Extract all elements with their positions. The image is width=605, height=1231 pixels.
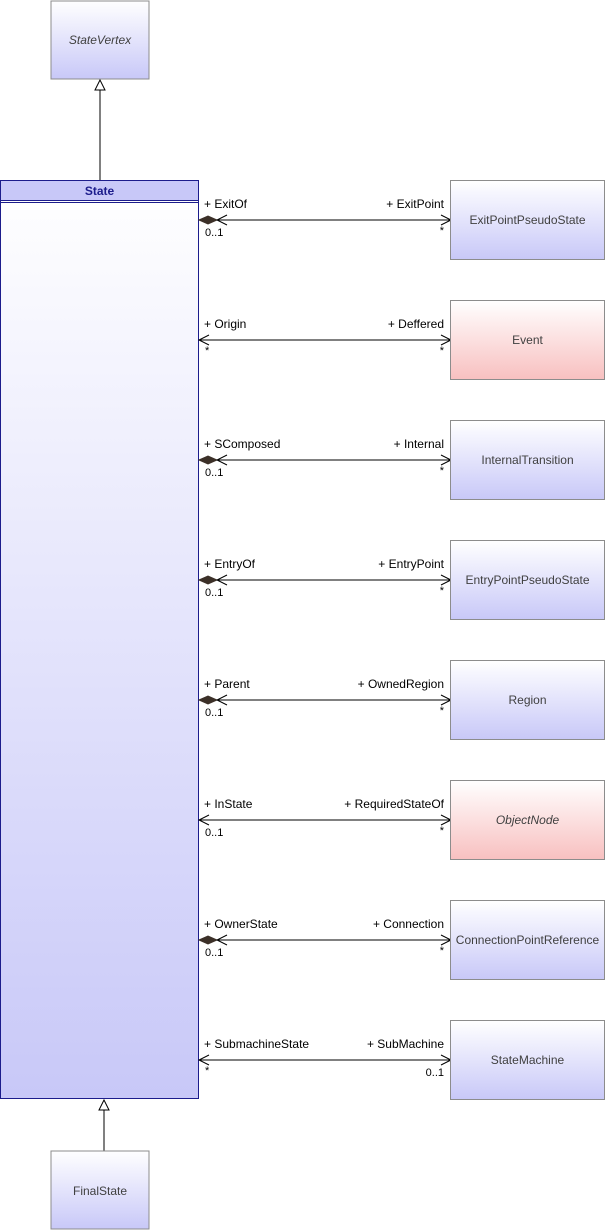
class-state-header — [0, 180, 199, 201]
class-final-state[interactable]: FinalState — [50, 1150, 150, 1230]
source-multiplicity-label: * — [205, 1065, 210, 1077]
source-role-label: + OwnerState — [204, 917, 278, 931]
source-arrowhead — [215, 934, 228, 946]
target-class[interactable]: Region — [450, 660, 605, 740]
target-role-label: + Deffered — [388, 317, 444, 331]
target-role-label: + RequiredStateOf — [344, 797, 444, 811]
generalization-arrowhead-final — [98, 1098, 110, 1111]
source-role-label: + Origin — [204, 317, 246, 331]
composite-diamond — [197, 575, 219, 585]
target-multiplicity-label: * — [440, 945, 445, 957]
source-arrowhead — [197, 334, 210, 346]
target-multiplicity-label: * — [440, 705, 445, 717]
composite-diamond — [197, 695, 219, 705]
target-multiplicity-label: * — [440, 345, 445, 357]
source-multiplicity-label: * — [205, 345, 210, 357]
target-class-box — [450, 300, 605, 380]
source-role-label: + SubmachineState — [204, 1037, 309, 1051]
target-multiplicity-label: 0..1 — [426, 1067, 444, 1079]
class-state-box — [0, 180, 199, 1099]
association-row[interactable]: + OwnerState 0..1 + Connection * ConnectionP… — [197, 900, 605, 980]
target-class[interactable]: ConnectionPointReference — [450, 900, 605, 980]
source-multiplicity-label: 0..1 — [205, 707, 223, 719]
target-multiplicity-label: * — [440, 465, 445, 477]
target-class[interactable]: ExitPointPseudoState — [450, 180, 605, 260]
association-row[interactable]: + EntryOf 0..1 + EntryPoint * EntryPointPseu… — [197, 540, 605, 620]
source-arrowhead — [215, 574, 228, 586]
target-class[interactable]: InternalTransition — [450, 420, 605, 500]
target-role-label: + ExitPoint — [386, 197, 444, 211]
source-multiplicity-label: 0..1 — [205, 467, 223, 479]
target-class-box — [450, 540, 605, 620]
composite-diamond — [197, 455, 219, 465]
association-row[interactable]: + InState 0..1 + RequiredStateOf * ObjectNod… — [197, 780, 605, 860]
target-class-name: Region — [508, 693, 546, 707]
target-class-box — [450, 780, 605, 860]
target-class-box — [450, 180, 605, 260]
source-role-label: + InState — [204, 797, 253, 811]
target-class[interactable]: StateMachine — [450, 1020, 605, 1100]
generalization-arrowhead — [94, 78, 106, 91]
target-class-name: StateMachine — [491, 1053, 565, 1067]
source-multiplicity-label: 0..1 — [205, 227, 223, 239]
target-role-label: + SubMachine — [367, 1037, 444, 1051]
composite-diamond — [197, 935, 219, 945]
composite-diamond — [197, 215, 219, 225]
source-arrowhead — [215, 214, 228, 226]
class-state-vertex-box — [50, 0, 150, 80]
generalization-final-state-to-state — [98, 1098, 110, 1151]
target-class-box — [450, 1020, 605, 1100]
source-arrowhead — [197, 814, 210, 826]
target-class-box — [450, 420, 605, 500]
association-row[interactable]: + Origin * + Deffered * Event — [197, 300, 605, 380]
class-state-vertex-name: StateVertex — [69, 33, 132, 47]
source-multiplicity-label: 0..1 — [205, 827, 223, 839]
source-multiplicity-label: 0..1 — [205, 947, 223, 959]
target-role-label: + EntryPoint — [378, 557, 444, 571]
target-multiplicity-label: * — [440, 225, 445, 237]
source-multiplicity-label: 0..1 — [205, 587, 223, 599]
generalization-state-to-state-vertex — [94, 78, 106, 181]
target-role-label: + Internal — [394, 437, 444, 451]
source-role-label: + SComposed — [204, 437, 280, 451]
target-class-name: InternalTransition — [481, 453, 573, 467]
class-final-state-box — [50, 1150, 150, 1230]
target-class-name: ObjectNode — [496, 813, 560, 827]
target-role-label: + OwnedRegion — [358, 677, 444, 691]
target-class[interactable]: Event — [450, 300, 605, 380]
target-class-box — [450, 900, 605, 980]
source-arrowhead — [197, 1054, 210, 1066]
target-class-name: EntryPointPseudoState — [465, 573, 589, 587]
association-row[interactable]: + Parent 0..1 + OwnedRegion * Region — [197, 660, 605, 740]
association-row[interactable]: + SComposed 0..1 + Internal * InternalTransi… — [197, 420, 605, 500]
target-class-name: Event — [512, 333, 543, 347]
source-role-label: + Parent — [204, 677, 250, 691]
source-role-label: + EntryOf — [204, 557, 256, 571]
class-state-vertex[interactable]: StateVertex — [50, 0, 150, 80]
class-state[interactable]: State — [0, 180, 199, 1099]
class-final-state-name: FinalState — [73, 1184, 127, 1198]
source-arrowhead — [215, 694, 228, 706]
target-role-label: + Connection — [373, 917, 444, 931]
target-multiplicity-label: * — [440, 585, 445, 597]
source-role-label: + ExitOf — [204, 197, 248, 211]
target-class[interactable]: ObjectNode — [450, 780, 605, 860]
association-row[interactable]: + SubmachineState * + SubMachine 0..1 StateM… — [197, 1020, 605, 1100]
associations-group: + ExitOf 0..1 + ExitPoint * ExitPointPseudoS… — [197, 180, 605, 1100]
target-multiplicity-label: * — [440, 825, 445, 837]
target-class[interactable]: EntryPointPseudoState — [450, 540, 605, 620]
target-class-name: ConnectionPointReference — [456, 933, 600, 947]
association-row[interactable]: + ExitOf 0..1 + ExitPoint * ExitPointPseudoS… — [197, 180, 605, 260]
class-state-name: State — [85, 184, 115, 198]
target-class-name: ExitPointPseudoState — [469, 213, 585, 227]
source-arrowhead — [215, 454, 228, 466]
